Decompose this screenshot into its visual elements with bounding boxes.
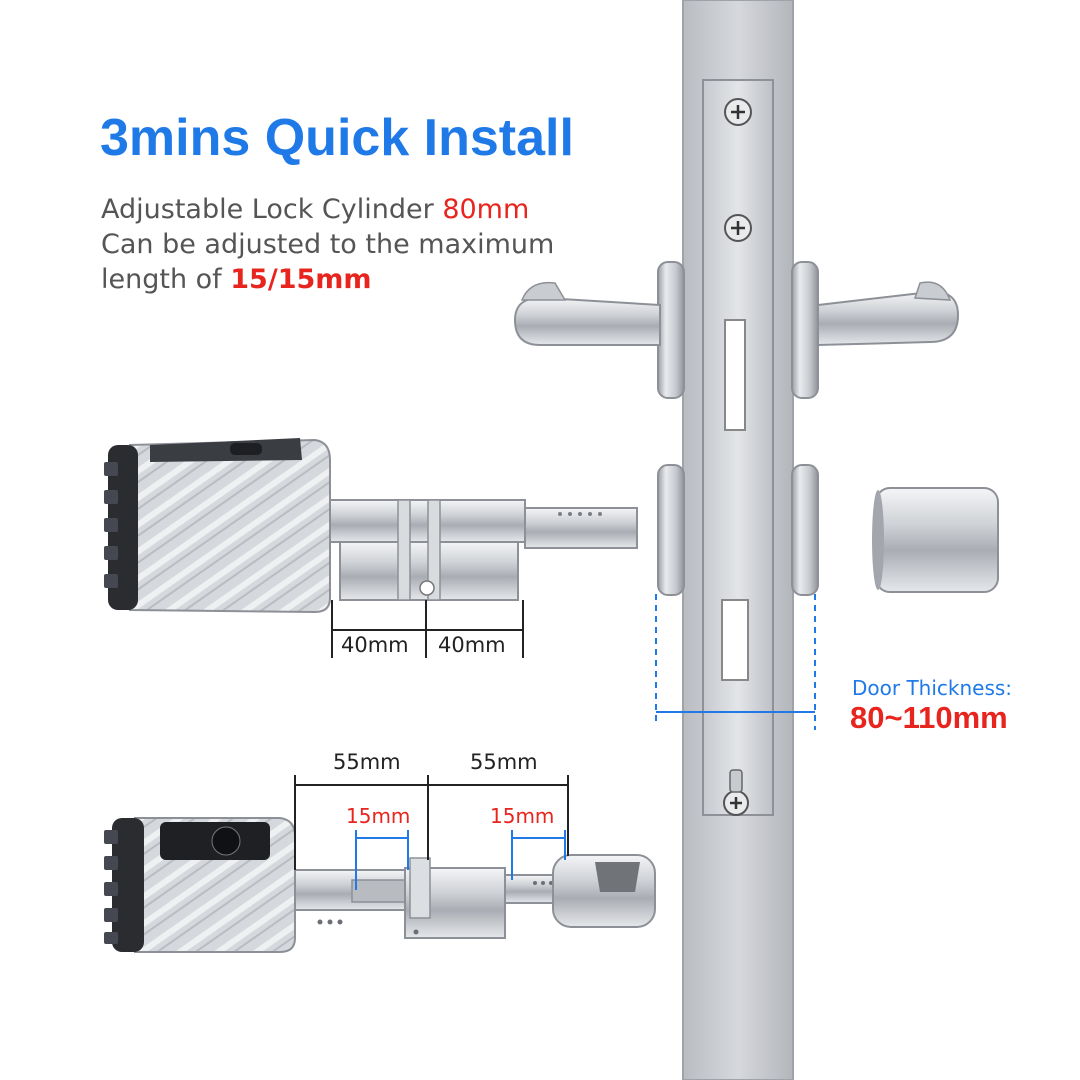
description-line-2: Can be adjusted to the maximum bbox=[101, 229, 555, 260]
top-dimension-lines bbox=[331, 600, 524, 658]
top-right-dimension: 40mm bbox=[438, 633, 506, 657]
bottom-right-adjust: 15mm bbox=[490, 804, 555, 828]
top-left-dimension: 40mm bbox=[341, 633, 409, 657]
screw-icon bbox=[723, 98, 752, 816]
door-thickness-label: Door Thickness: bbox=[852, 676, 1013, 700]
door-thickness-bracket bbox=[655, 594, 816, 730]
bottom-left-dimension: 55mm bbox=[333, 750, 401, 774]
bottom-left-adjust: 15mm bbox=[346, 804, 411, 828]
door bbox=[682, 0, 794, 1080]
description-line-1: Adjustable Lock Cylinder 80mm bbox=[101, 192, 621, 227]
bottom-dimension-lines bbox=[294, 775, 569, 890]
line3-prefix: length of bbox=[101, 264, 222, 295]
door-thickness-value: 80~110mm bbox=[850, 700, 1008, 735]
adjust-range-value: 15/15mm bbox=[230, 264, 372, 295]
line1-prefix: Adjustable Lock Cylinder bbox=[101, 194, 434, 225]
cylinder-length-value: 80mm bbox=[442, 194, 530, 225]
product-description: Adjustable Lock Cylinder 80mm Can be adj… bbox=[101, 192, 621, 297]
door-rose bbox=[657, 464, 819, 596]
door-handle bbox=[513, 261, 960, 399]
page-title: 3mins Quick Install bbox=[100, 109, 574, 167]
bottom-smart-lock bbox=[104, 817, 656, 953]
bottom-right-dimension: 55mm bbox=[470, 750, 538, 774]
top-smart-lock bbox=[104, 438, 638, 614]
description-line-3: length of 15/15mm bbox=[101, 262, 621, 297]
inner-knob bbox=[872, 487, 999, 593]
